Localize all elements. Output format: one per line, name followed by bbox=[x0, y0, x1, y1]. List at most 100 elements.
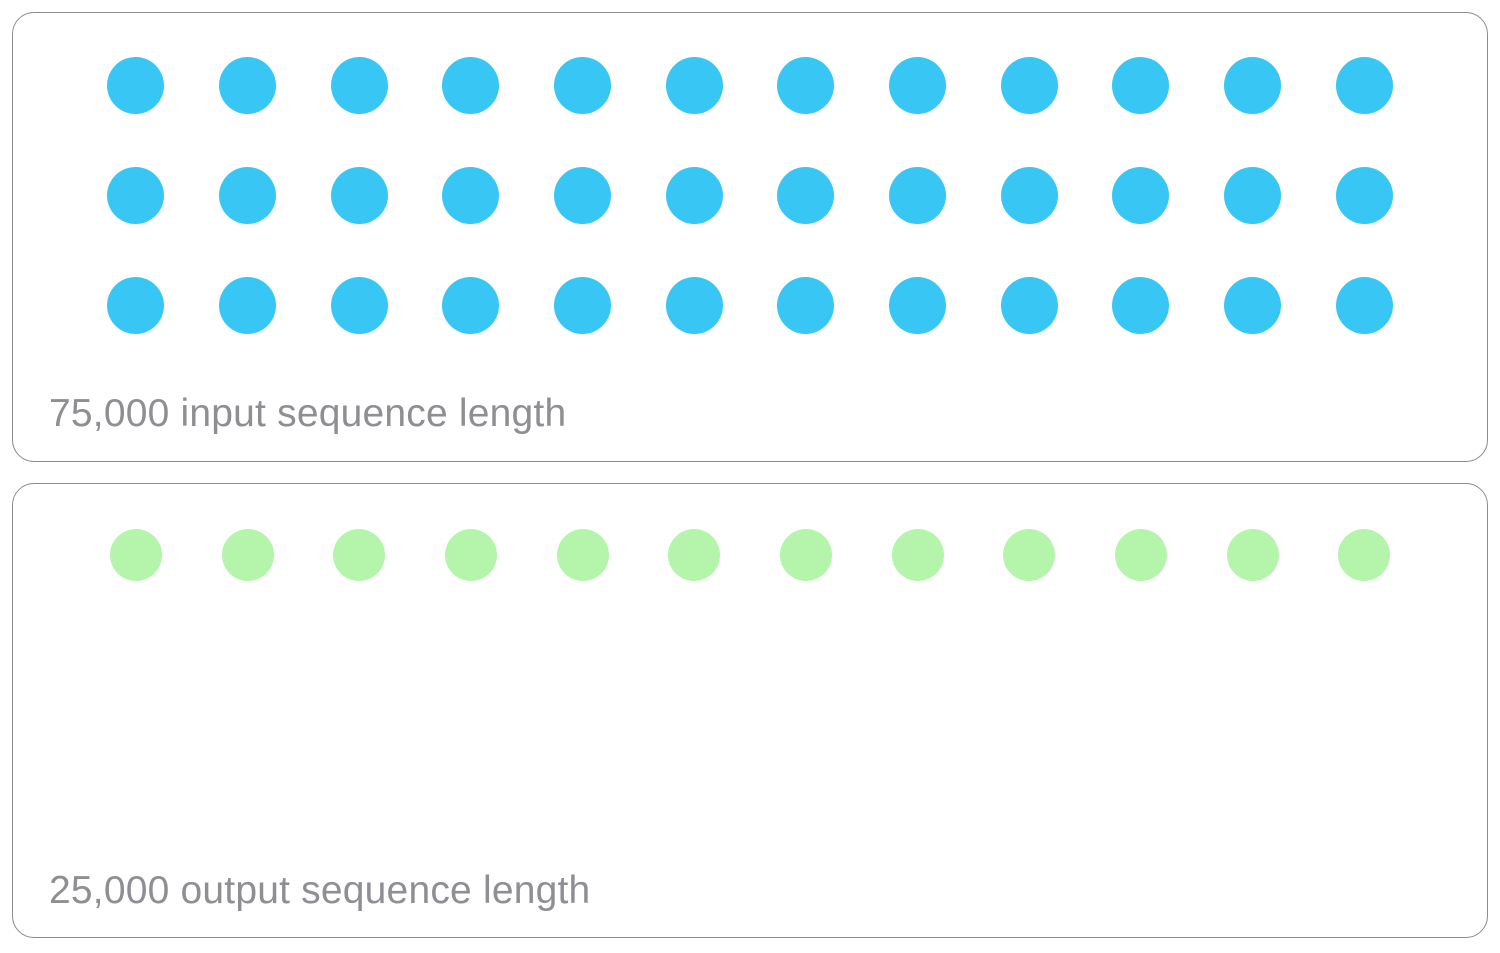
dot-cell bbox=[862, 276, 974, 334]
dot-cell bbox=[527, 166, 639, 224]
filled-circle-icon bbox=[1114, 529, 1167, 581]
filled-circle-icon bbox=[442, 56, 500, 114]
dot-cell bbox=[1308, 529, 1420, 581]
filled-circle-icon bbox=[333, 529, 386, 581]
dot-cell bbox=[862, 56, 974, 114]
input-dot-row bbox=[13, 30, 1487, 140]
filled-circle-icon bbox=[554, 276, 612, 334]
filled-circle-icon bbox=[107, 276, 165, 334]
filled-circle-icon bbox=[1112, 166, 1170, 224]
input-dot-grid bbox=[13, 30, 1487, 360]
dot-cell bbox=[192, 56, 304, 114]
filled-circle-icon bbox=[665, 276, 723, 334]
dot-cell bbox=[1197, 56, 1309, 114]
filled-circle-icon bbox=[891, 529, 944, 581]
filled-circle-icon bbox=[107, 166, 165, 224]
input-dot-row bbox=[13, 140, 1487, 250]
output-dot-grid bbox=[13, 500, 1487, 610]
dot-cell bbox=[973, 56, 1085, 114]
input-dot-row bbox=[13, 250, 1487, 360]
filled-circle-icon bbox=[556, 529, 609, 581]
filled-circle-icon bbox=[665, 166, 723, 224]
dot-cell bbox=[192, 529, 304, 581]
dot-cell bbox=[80, 529, 192, 581]
filled-circle-icon bbox=[1335, 166, 1393, 224]
filled-circle-icon bbox=[554, 166, 612, 224]
dot-cell bbox=[862, 529, 974, 581]
dot-cell bbox=[415, 276, 527, 334]
dot-cell bbox=[1197, 276, 1309, 334]
filled-circle-icon bbox=[1003, 529, 1056, 581]
filled-circle-icon bbox=[1000, 166, 1058, 224]
dot-cell bbox=[1085, 56, 1197, 114]
filled-circle-icon bbox=[109, 529, 162, 581]
output-sequence-caption: 25,000 output sequence length bbox=[49, 869, 591, 912]
filled-circle-icon bbox=[889, 276, 947, 334]
dot-cell bbox=[527, 56, 639, 114]
filled-circle-icon bbox=[1338, 529, 1391, 581]
filled-circle-icon bbox=[107, 56, 165, 114]
dot-cell bbox=[1085, 166, 1197, 224]
dot-cell bbox=[415, 56, 527, 114]
filled-circle-icon bbox=[665, 56, 723, 114]
filled-circle-icon bbox=[889, 166, 947, 224]
dot-cell bbox=[638, 529, 750, 581]
dot-cell bbox=[527, 276, 639, 334]
dot-cell bbox=[303, 56, 415, 114]
filled-circle-icon bbox=[1112, 56, 1170, 114]
filled-circle-icon bbox=[889, 56, 947, 114]
dot-cell bbox=[638, 56, 750, 114]
filled-circle-icon bbox=[219, 166, 276, 224]
dot-cell bbox=[80, 166, 192, 224]
filled-circle-icon bbox=[330, 276, 388, 334]
dot-cell bbox=[80, 56, 192, 114]
input-sequence-card: 75,000 input sequence length bbox=[12, 12, 1488, 462]
dot-cell bbox=[638, 166, 750, 224]
dot-cell bbox=[415, 166, 527, 224]
filled-circle-icon bbox=[777, 166, 835, 224]
filled-circle-icon bbox=[219, 56, 276, 114]
filled-circle-icon bbox=[777, 276, 835, 334]
input-sequence-caption: 75,000 input sequence length bbox=[49, 392, 567, 435]
dot-cell bbox=[527, 529, 639, 581]
dot-cell bbox=[750, 56, 862, 114]
dot-cell bbox=[303, 276, 415, 334]
dot-cell bbox=[1308, 56, 1420, 114]
filled-circle-icon bbox=[777, 56, 835, 114]
dot-cell bbox=[973, 276, 1085, 334]
filled-circle-icon bbox=[1112, 276, 1170, 334]
filled-circle-icon bbox=[1335, 276, 1393, 334]
filled-circle-icon bbox=[1226, 529, 1279, 581]
filled-circle-icon bbox=[554, 56, 612, 114]
dot-cell bbox=[862, 166, 974, 224]
filled-circle-icon bbox=[330, 166, 388, 224]
output-dot-row bbox=[13, 500, 1487, 610]
dot-cell bbox=[1085, 276, 1197, 334]
filled-circle-icon bbox=[1000, 56, 1058, 114]
dot-cell bbox=[973, 529, 1085, 581]
dot-cell bbox=[750, 276, 862, 334]
dot-cell bbox=[750, 529, 862, 581]
output-sequence-card: 25,000 output sequence length bbox=[12, 483, 1488, 938]
filled-circle-icon bbox=[219, 276, 276, 334]
dot-cell bbox=[303, 529, 415, 581]
filled-circle-icon bbox=[221, 529, 274, 581]
dot-cell bbox=[1197, 529, 1309, 581]
dot-cell bbox=[1308, 276, 1420, 334]
filled-circle-icon bbox=[1224, 276, 1282, 334]
filled-circle-icon bbox=[330, 56, 388, 114]
filled-circle-icon bbox=[444, 529, 497, 581]
filled-circle-icon bbox=[442, 276, 500, 334]
dot-cell bbox=[1197, 166, 1309, 224]
filled-circle-icon bbox=[1335, 56, 1393, 114]
dot-cell bbox=[192, 166, 304, 224]
dot-cell bbox=[80, 276, 192, 334]
filled-circle-icon bbox=[1224, 166, 1282, 224]
dot-cell bbox=[192, 276, 304, 334]
filled-circle-icon bbox=[1000, 276, 1058, 334]
dot-cell bbox=[973, 166, 1085, 224]
dot-cell bbox=[1308, 166, 1420, 224]
filled-circle-icon bbox=[668, 529, 721, 581]
dot-cell bbox=[638, 276, 750, 334]
